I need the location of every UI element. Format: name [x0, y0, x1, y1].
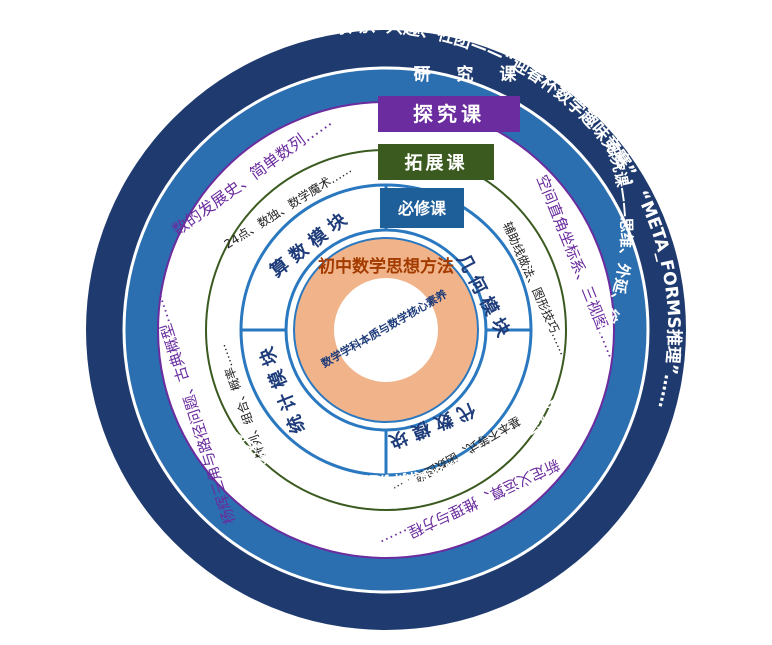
expansion-tag-label: 拓展课 [405, 152, 468, 174]
inquiry-tag-label: 探究课 [413, 102, 485, 126]
research-label: 研 究 课 [414, 64, 527, 85]
core-tag-label: 必修课 [397, 199, 447, 218]
core-tag[interactable] [380, 188, 464, 228]
center-title: 初中数学思想方法 [318, 256, 454, 277]
inquiry-tag[interactable] [378, 96, 520, 132]
center-hole [334, 278, 438, 382]
expansion-tag[interactable] [378, 144, 494, 180]
